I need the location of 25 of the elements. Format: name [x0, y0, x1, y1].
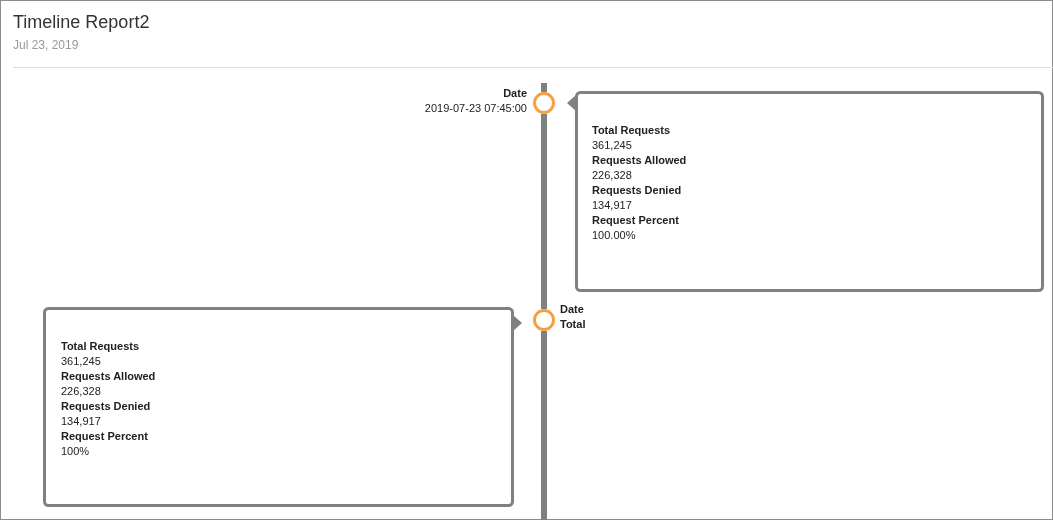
field-value: 2019-07-23 07:45:00 — [424, 101, 527, 116]
metric-label: Requests Denied — [592, 183, 682, 198]
metric-value: 134,917 — [61, 414, 101, 429]
metric-label: Total Requests — [592, 123, 671, 138]
metric-label: Total Requests — [61, 339, 140, 354]
metric-label: Request Percent — [61, 429, 148, 444]
metric-value: 361,245 — [592, 138, 632, 153]
metric-label: Requests Allowed — [592, 153, 687, 168]
field-label: Date — [560, 302, 584, 317]
timeline-line — [541, 114, 547, 309]
field-label: Date — [503, 86, 527, 101]
metric-value: 100.00% — [592, 228, 636, 243]
metric-label: Request Percent — [592, 213, 679, 228]
metric-value: 100% — [61, 444, 90, 459]
metric-label: Requests Allowed — [61, 369, 156, 384]
metric-value: 134,917 — [592, 198, 632, 213]
report-title: Timeline Report2 — [13, 11, 150, 33]
metric-label: Requests Denied — [61, 399, 151, 414]
metric-value: 226,328 — [592, 168, 632, 183]
metric-value: 361,245 — [61, 354, 101, 369]
ring-marker-icon — [533, 92, 555, 114]
ring-marker-icon — [533, 309, 555, 331]
metric-value: 226,328 — [61, 384, 101, 399]
report-date: Jul 23, 2019 — [13, 38, 79, 52]
field-value: Total — [560, 317, 586, 332]
